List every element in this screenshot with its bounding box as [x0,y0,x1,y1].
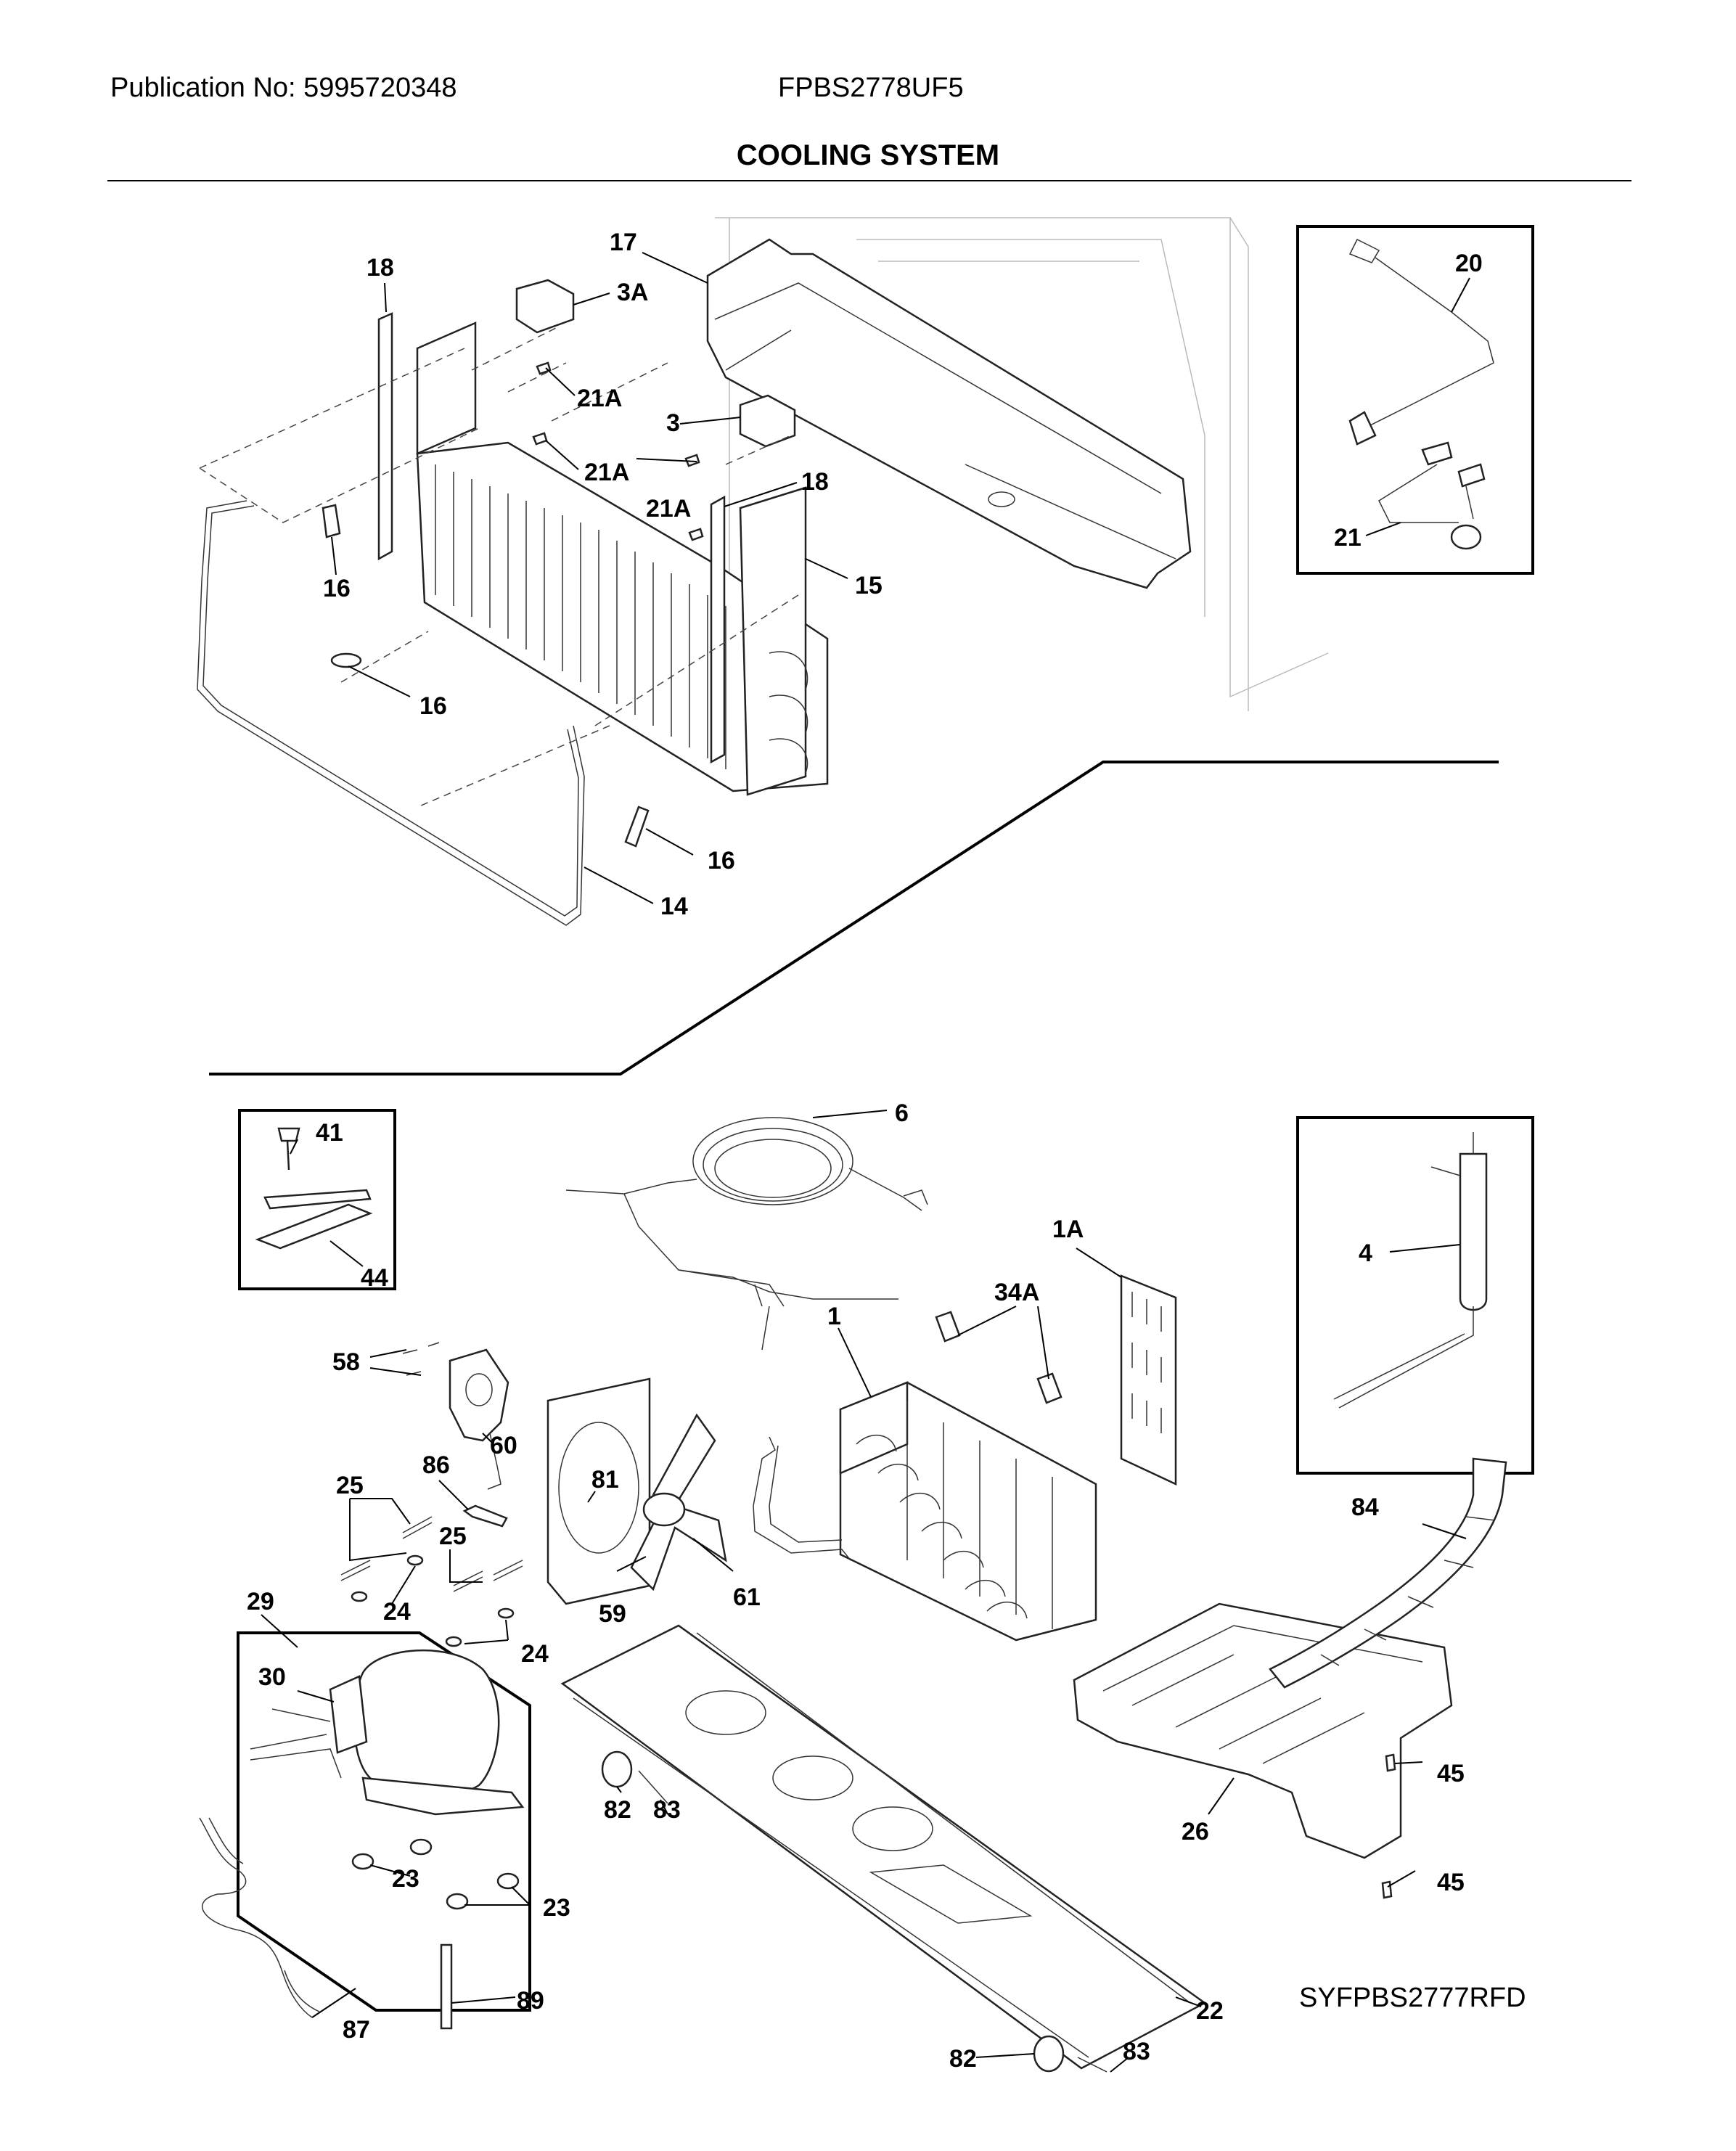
screws-58 [402,1342,440,1376]
callout-83: 83 [653,1796,681,1824]
condenser-shield-1a [1120,1274,1177,1486]
power-cord-harness-6 [565,1117,928,1351]
callout-59: 59 [599,1600,626,1628]
callout-1a: 1A [1052,1216,1084,1243]
tube-89 [440,1943,453,2030]
callout-box-compressor [237,1631,531,2012]
model-number: FPBS2778UF5 [778,73,964,103]
tube-87 [199,1817,320,2018]
callout-21: 21 [1334,524,1362,552]
leader-lines [261,252,1470,2073]
callout-16: 16 [708,847,735,874]
section-divider [209,761,1499,1076]
callout-box-harness [1296,225,1534,575]
callout-22: 22 [1196,1997,1224,2025]
callout-16: 16 [419,692,447,720]
callout-3: 3 [666,409,680,437]
callout-21a: 21A [584,459,629,486]
bracket-86 [462,1504,508,1528]
callout-87: 87 [343,2016,370,2044]
callout-86: 86 [422,1451,450,1479]
callout-24: 24 [383,1598,411,1626]
callout-83: 83 [1123,2038,1150,2065]
callout-box-screw-plate [238,1109,396,1290]
condenser-brackets-34a [935,1311,1063,1404]
callout-18: 18 [801,468,829,496]
condenser-coil-1 [839,1381,1097,1642]
screws-21a [532,361,704,541]
terminal-covers-16 [322,504,650,848]
callout-20: 20 [1455,250,1483,277]
condenser-fan-assembly [546,1377,727,1605]
callout-29: 29 [247,1588,274,1615]
callout-14: 14 [660,893,688,920]
callout-89: 89 [517,1987,544,2015]
callout-18: 18 [367,254,394,282]
roller-pins-83 [638,1770,1107,2073]
callout-25: 25 [439,1523,467,1550]
callout-16: 16 [323,575,351,602]
callout-4: 4 [1359,1240,1372,1267]
defrost-heater-tube-14 [197,500,585,926]
compressor-base-plate-22 [560,1624,1207,2070]
evaporator-cover [706,238,1192,589]
callout-60: 60 [490,1432,517,1459]
callout-44: 44 [361,1264,388,1292]
callout-82: 82 [949,2045,977,2073]
callout-81: 81 [591,1466,619,1494]
clips-25 [340,1516,523,1592]
dashed-mounting-guides [199,326,799,806]
fan-motor-60 [449,1348,509,1490]
callout-30: 30 [258,1663,286,1691]
publication-number: Publication No: 5995720348 [110,73,457,103]
callout-21a: 21A [577,385,622,412]
condenser-bracket-3a [515,279,575,334]
callout-58: 58 [332,1348,360,1376]
title-rule [107,180,1631,181]
callout-6: 6 [895,1099,909,1127]
callout-3a: 3A [617,279,648,306]
grommets-24 [351,1554,515,1647]
heater-strip-18b [710,495,726,764]
callout-61: 61 [733,1583,761,1611]
callout-21a: 21A [646,495,691,523]
callout-labels: 18 17 3A 21A 3 21A 18 21A 16 15 16 16 14… [247,229,1526,2073]
callout-box-drier [1296,1116,1534,1475]
condenser-bracket-3 [739,394,796,448]
callout-23: 23 [543,1894,570,1922]
callout-84: 84 [1351,1494,1379,1521]
heater-strip-18a [377,312,393,561]
page-title: COOLING SYSTEM [736,139,1000,171]
callout-15: 15 [855,572,883,599]
callout-24: 24 [521,1640,549,1668]
callout-17: 17 [610,229,637,256]
callout-45: 45 [1437,1760,1465,1787]
callout-45: 45 [1437,1869,1465,1896]
callout-1: 1 [827,1303,841,1330]
callout-82: 82 [604,1796,631,1824]
drawing-code: SYFPBS2777RFD [1299,1983,1526,2013]
drain-pan-26 [1073,1602,1453,1859]
callout-26: 26 [1182,1818,1209,1845]
callout-25: 25 [336,1472,364,1499]
callout-41: 41 [316,1119,343,1147]
callout-34a: 34A [994,1279,1039,1306]
condenser-tube [753,1436,851,1561]
rollers-82 [601,1750,1065,2073]
callout-23: 23 [392,1865,419,1893]
drain-tube-84 [1269,1457,1507,1689]
